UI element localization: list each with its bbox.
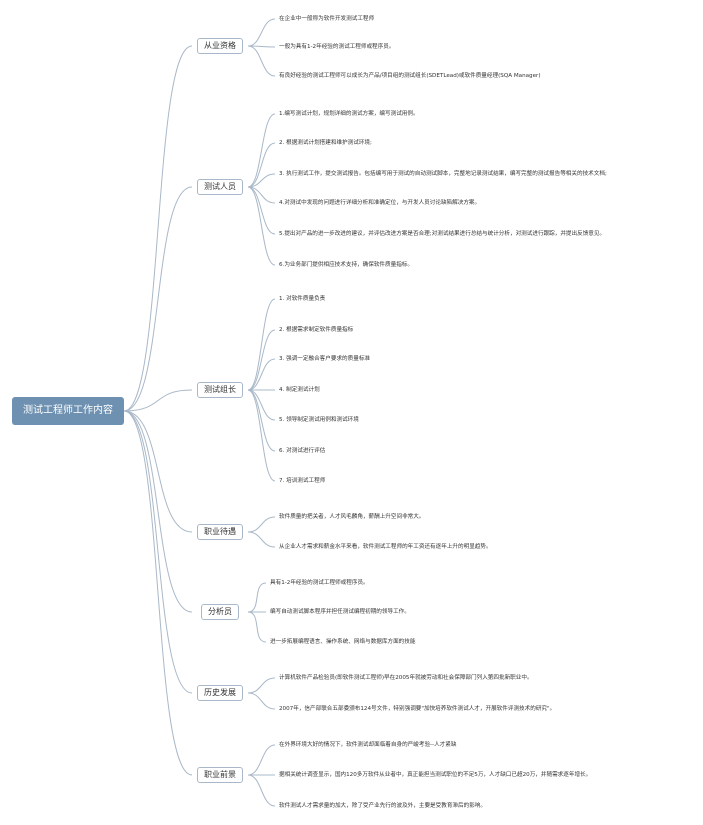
branch-node[interactable]: 职业前景	[197, 767, 243, 783]
leaf-connector	[247, 298, 276, 391]
leaf-item: 有良好经验的测试工程师可以成长为产品/项目组的测试组长(SDETLead)或软件…	[279, 73, 541, 79]
leaf-item: 编写自动测试脚本程序并担任测试编程初期的领导工作。	[270, 609, 410, 615]
branch-node[interactable]: 测试组长	[197, 382, 243, 398]
leaf-connector	[247, 744, 276, 776]
leaf-item: 计算机软件产品检验员(即软件测试工程师)早在2005年就被劳动和社会保障部门列入…	[279, 675, 533, 681]
leaf-connector	[247, 582, 267, 613]
leaf-item: 6.为业务部门提供相应技术支持，确保软件质量指标。	[279, 262, 413, 268]
leaf-item: 5.提出对产品的进一步改进的建议，并评估改进方案是否合理;对测试结果进行总结与统…	[279, 231, 606, 237]
leaf-item: 2007年，信产部联合五部委颁布124号文件，特别强调要"加快培养软件测试人才，…	[279, 706, 556, 712]
leaf-item: 3. 执行测试工作，提交测试报告。包括编写用于测试的自动测试脚本，完整地记录测试…	[279, 171, 607, 177]
root-connector	[123, 410, 193, 613]
leaf-connector	[247, 45, 276, 77]
leaf-connector	[247, 692, 276, 710]
leaf-connector	[247, 113, 276, 188]
branch-node[interactable]: 职业待遇	[197, 524, 243, 540]
leaf-item: 6. 对测试进行评估	[279, 448, 326, 454]
leaf-item: 2. 根据需求制定软件质量指标	[279, 327, 354, 333]
leaf-item: 4.对测试中发现的问题进行详细分析和准确定位，与开发人员讨论缺陷解决方案。	[279, 200, 481, 206]
leaf-item: 据相关统计调查显示，国内120多万软件从业者中，真正能担当测试职位的不足5万，人…	[279, 772, 592, 778]
leaf-item: 7. 培训测试工程师	[279, 478, 326, 484]
branch-node[interactable]: 从业资格	[197, 38, 243, 54]
branch-node[interactable]: 历史发展	[197, 685, 243, 701]
leaf-connector	[247, 389, 276, 421]
leaf-connector	[247, 173, 276, 188]
leaf-connector	[247, 18, 276, 47]
leaf-item: 2. 根据测试计划搭建和维护测试环境;	[279, 140, 372, 146]
leaf-item: 进一步拓展编程语言、操作系统、网络与数据库方面的技能	[270, 639, 416, 645]
root-node[interactable]: 测试工程师工作内容	[12, 397, 124, 425]
leaf-item: 一般为具有1-2年经验的测试工程师或程序员。	[279, 44, 395, 50]
root-connector	[123, 410, 193, 776]
root-connector	[123, 186, 193, 412]
leaf-connector	[247, 516, 276, 533]
leaf-item: 软件质量的把关者，人才风毛麟角，薪酬上升空间非常大。	[279, 514, 425, 520]
leaf-connector	[247, 774, 276, 807]
leaf-connector	[247, 358, 276, 391]
leaf-item: 在外界环境大好的情况下，软件测试却面临着自身的严峻考验--人才紧缺	[279, 742, 457, 748]
leaf-item: 软件测试人才需求量的加大，除了受产业先行的波及外，主要是受教育滞后的影响。	[279, 803, 486, 809]
root-connector	[123, 410, 193, 694]
leaf-connector	[247, 329, 276, 391]
leaf-item: 4. 制定测试计划	[279, 387, 320, 393]
root-connector	[123, 45, 193, 412]
leaf-item: 5. 领导制定测试用例和测试环境	[279, 417, 359, 423]
leaf-connector	[247, 142, 276, 188]
leaf-item: 从企业人才需求和薪金水平来看，软件测试工程师的年工资还有逐年上升的明显趋势。	[279, 544, 492, 550]
leaf-connector	[247, 389, 276, 482]
leaf-connector	[247, 677, 276, 694]
root-connector	[123, 389, 193, 412]
leaf-item: 1. 对软件质量负责	[279, 296, 326, 302]
leaf-item: 具有1-2年经验的测试工程师或程序员。	[270, 580, 369, 586]
leaf-item: 1.编写测试计划，规划详细的测试方案，编写测试用例。	[279, 111, 419, 117]
leaf-connector	[247, 389, 276, 452]
root-connector	[123, 410, 193, 533]
leaf-connector	[247, 611, 267, 643]
branch-node[interactable]: 分析员	[201, 604, 239, 620]
leaf-connector	[247, 186, 276, 266]
leaf-item: 在企业中一般称为软件开发测试工程师	[279, 16, 375, 22]
leaf-item: 3. 强调一定融合客户要求的质量标准	[279, 356, 371, 362]
leaf-connector	[247, 531, 276, 548]
branch-node[interactable]: 测试人员	[197, 179, 243, 195]
